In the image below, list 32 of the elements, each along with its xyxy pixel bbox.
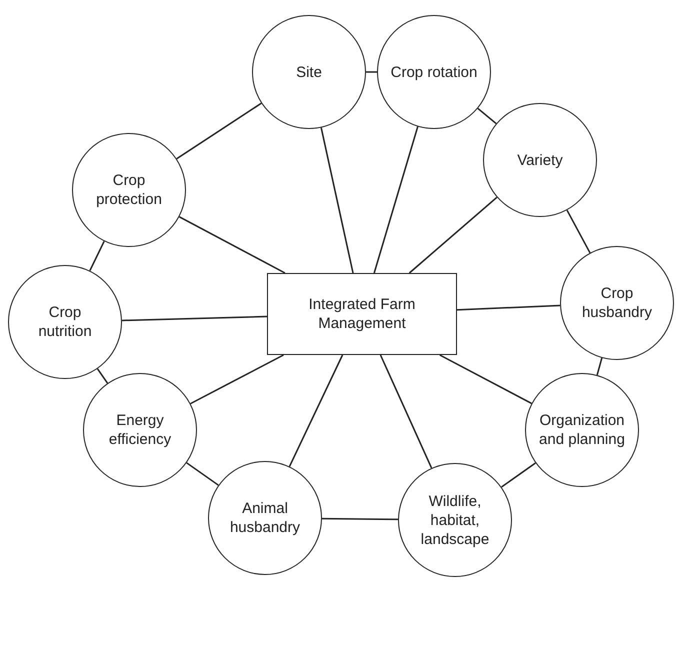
connector-line [408,196,498,274]
connector-line [596,358,603,376]
connector-line [178,216,286,274]
node-label: Crop rotation [390,62,478,82]
connector-line [176,102,262,160]
connector-line [380,354,432,468]
connector-line [96,368,108,384]
node-label: Energy efficiency [108,411,172,449]
node-label: Organization and planning [538,411,626,449]
connector-line [322,518,398,520]
connector-line [501,462,536,488]
node-label: Crop husbandry [580,284,654,322]
connector-line [566,210,591,254]
connector-line [122,316,268,322]
connector-line [186,462,219,486]
connector-line [366,71,377,73]
node-label: Wildlife, habitat, landscape [420,492,490,548]
connector-line [89,240,105,272]
connector-line [288,354,344,467]
node-label: Site [296,62,322,82]
node-label: Crop protection [95,171,163,209]
connector-line [190,354,284,404]
node-label: Crop nutrition [37,303,93,341]
connector-line [439,354,532,404]
connector-line [456,304,560,311]
node-label: Integrated Farm Management [308,295,416,333]
central-box [267,273,457,355]
connector-line [320,128,354,274]
node-label: Variety [517,150,563,170]
connector-line [477,108,497,124]
connector-line [373,126,418,274]
node-label: Animal husbandry [228,499,302,537]
